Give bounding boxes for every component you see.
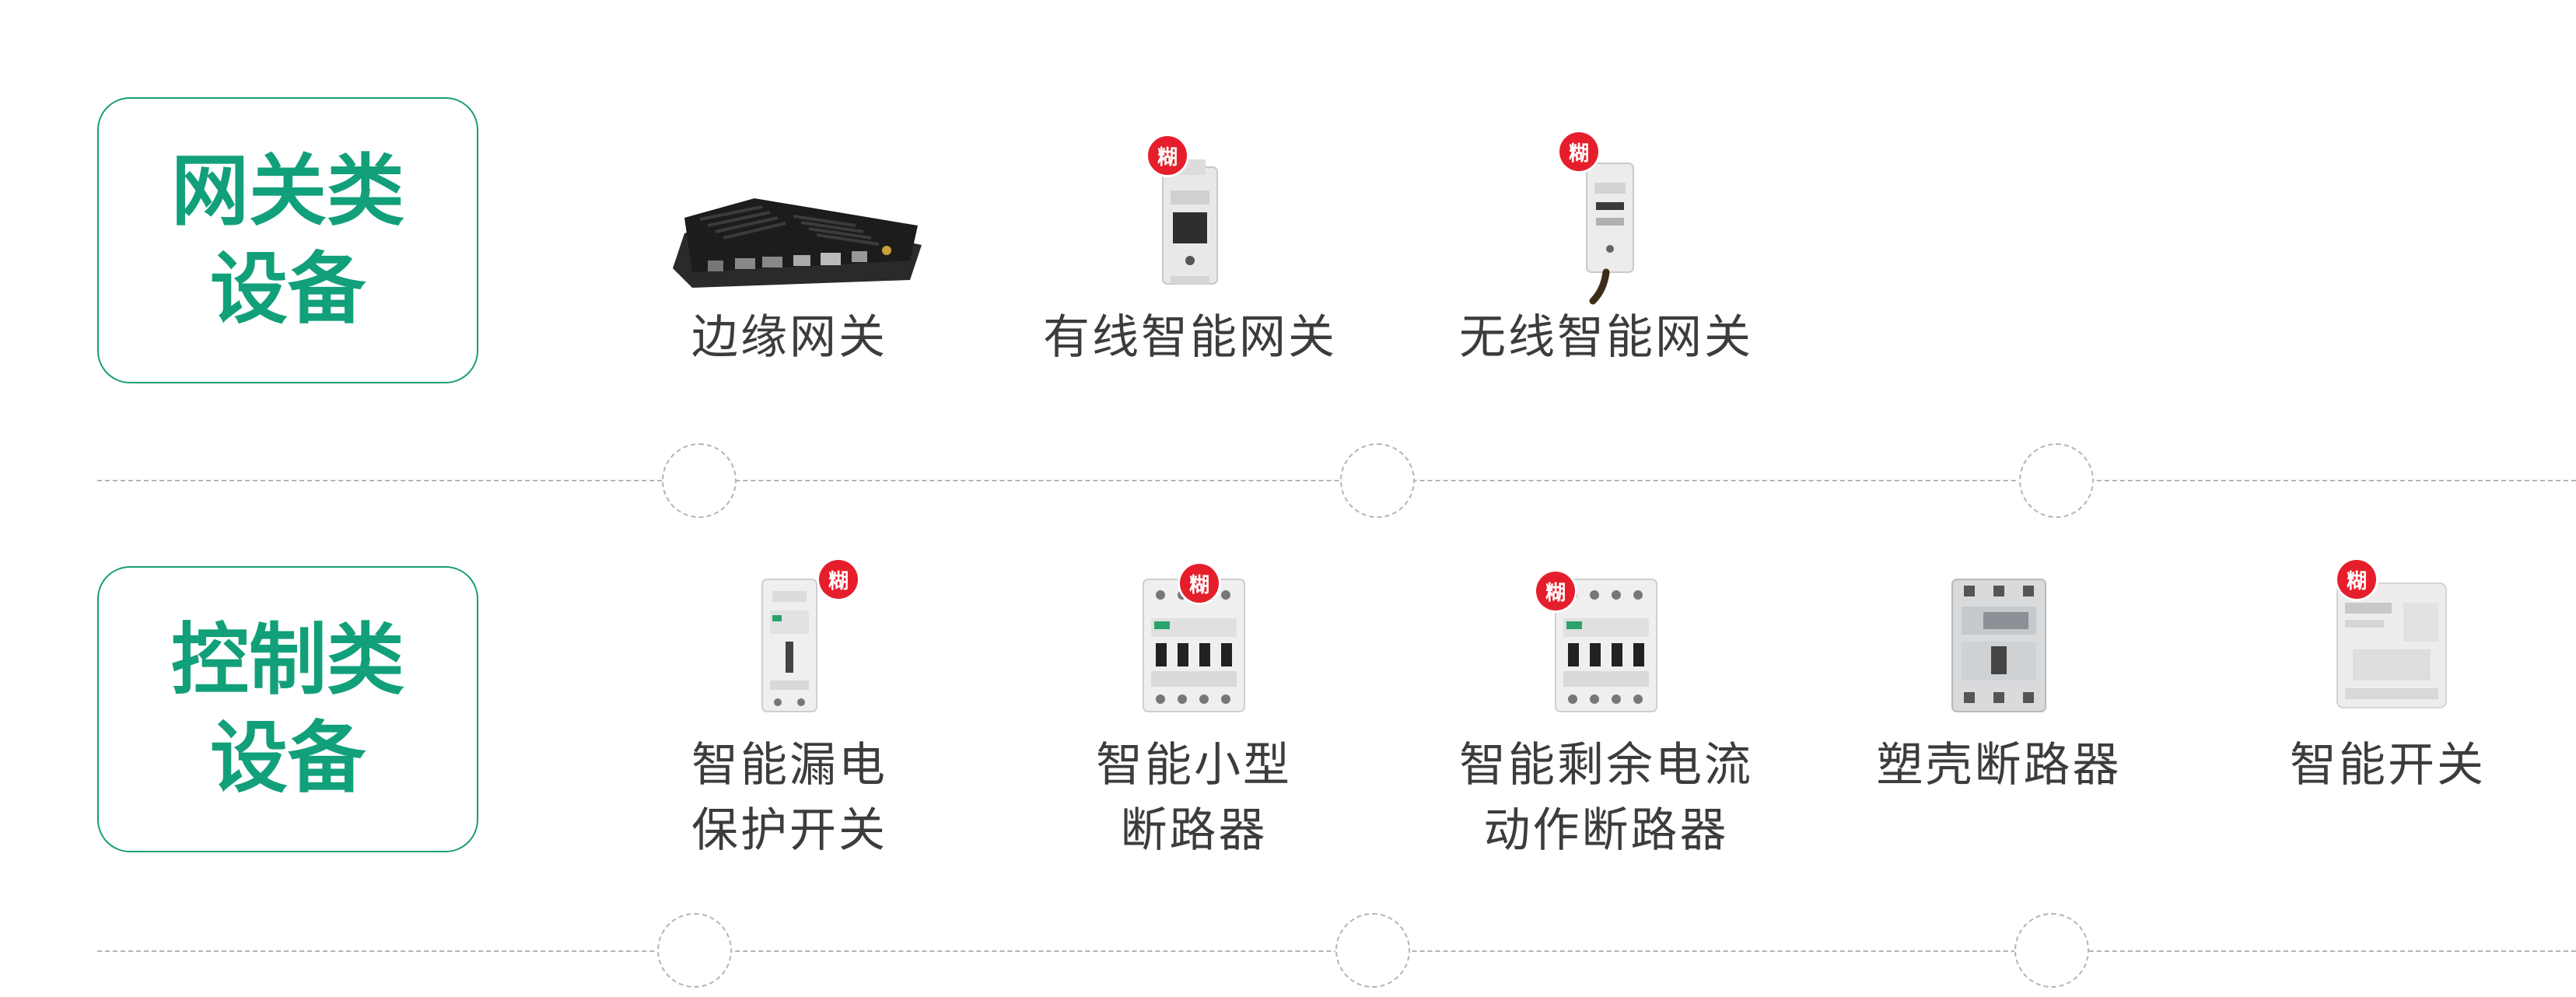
product-label-line: 无线智能网关	[1459, 310, 1753, 365]
divider-node	[2019, 443, 2094, 518]
product-label-line: 智能漏电	[691, 738, 887, 792]
divider-node	[1335, 913, 1410, 988]
blur-badge: 糊	[1148, 136, 1187, 175]
product-label-line: 动作断路器	[1483, 803, 1729, 858]
mccb-breaker-image	[1944, 572, 2053, 719]
smart-switch-image	[2329, 572, 2454, 719]
product-label: 无线智能网关	[1419, 305, 1793, 370]
product-smart-rccb[interactable]: 糊 智能剩余电流 动作断路器	[1419, 560, 1793, 863]
category-control-box: 控制类 设备	[97, 566, 478, 852]
category-title-line: 网关类	[171, 145, 404, 236]
blur-badge: 糊	[2337, 560, 2376, 599]
din-module-antenna-image	[1571, 152, 1649, 307]
category-gateway-box: 网关类 设备	[97, 97, 478, 383]
product-label: 智能开关	[2201, 733, 2574, 798]
product-label: 塑壳断路器	[1812, 733, 2186, 798]
category-title-line: 设备	[210, 243, 366, 334]
product-label-line: 断路器	[1120, 803, 1268, 858]
product-label-line: 有线智能网关	[1043, 310, 1337, 365]
product-label: 智能小型 断路器	[1007, 733, 1381, 863]
product-label: 边缘网关	[603, 305, 976, 370]
blur-badge: 糊	[1536, 572, 1575, 610]
blur-badge: 糊	[819, 560, 858, 599]
product-edge-gateway[interactable]: 边缘网关	[603, 132, 976, 389]
divider-node	[657, 913, 732, 988]
category-title: 控制类 设备	[171, 611, 404, 807]
edge-gateway-image	[661, 163, 926, 303]
product-mccb[interactable]: 塑壳断路器	[1812, 560, 2186, 863]
divider-node	[2014, 913, 2089, 988]
product-smart-switch[interactable]: 糊 智能开关	[2201, 560, 2574, 863]
din-rail-module-image	[1143, 152, 1237, 292]
product-label-line: 保护开关	[691, 803, 887, 858]
category-title-line: 设备	[210, 712, 366, 803]
blur-badge: 糊	[1180, 564, 1219, 603]
product-label: 智能漏电 保护开关	[603, 733, 976, 863]
category-title-line: 控制类	[171, 614, 404, 705]
product-label: 智能剩余电流 动作断路器	[1419, 733, 1793, 863]
mcb-4pole-image	[1136, 572, 1252, 719]
rccb-4pole-image	[1548, 572, 1664, 719]
product-smart-leakage-switch[interactable]: 糊 智能漏电 保护开关	[603, 560, 976, 863]
product-label-line: 智能小型	[1096, 738, 1292, 792]
divider-node	[1340, 443, 1415, 518]
category-title: 网关类 设备	[171, 142, 404, 338]
product-label: 有线智能网关	[1003, 305, 1377, 370]
product-smart-mcb[interactable]: 糊 智能小型 断路器	[1007, 560, 1381, 863]
product-label-line: 智能剩余电流	[1459, 738, 1753, 792]
section-divider	[97, 480, 2576, 481]
product-label-line: 智能开关	[2290, 738, 2486, 792]
divider-node	[662, 443, 737, 518]
rcbo-breaker-image	[751, 572, 828, 719]
product-wired-smart-gateway[interactable]: 糊 有线智能网关	[1003, 132, 1377, 389]
blur-badge: 糊	[1559, 132, 1598, 171]
product-label-line: 边缘网关	[691, 310, 887, 365]
product-label-line: 塑壳断路器	[1876, 738, 2122, 792]
product-wireless-smart-gateway[interactable]: 糊 无线智能网关	[1419, 132, 1793, 389]
